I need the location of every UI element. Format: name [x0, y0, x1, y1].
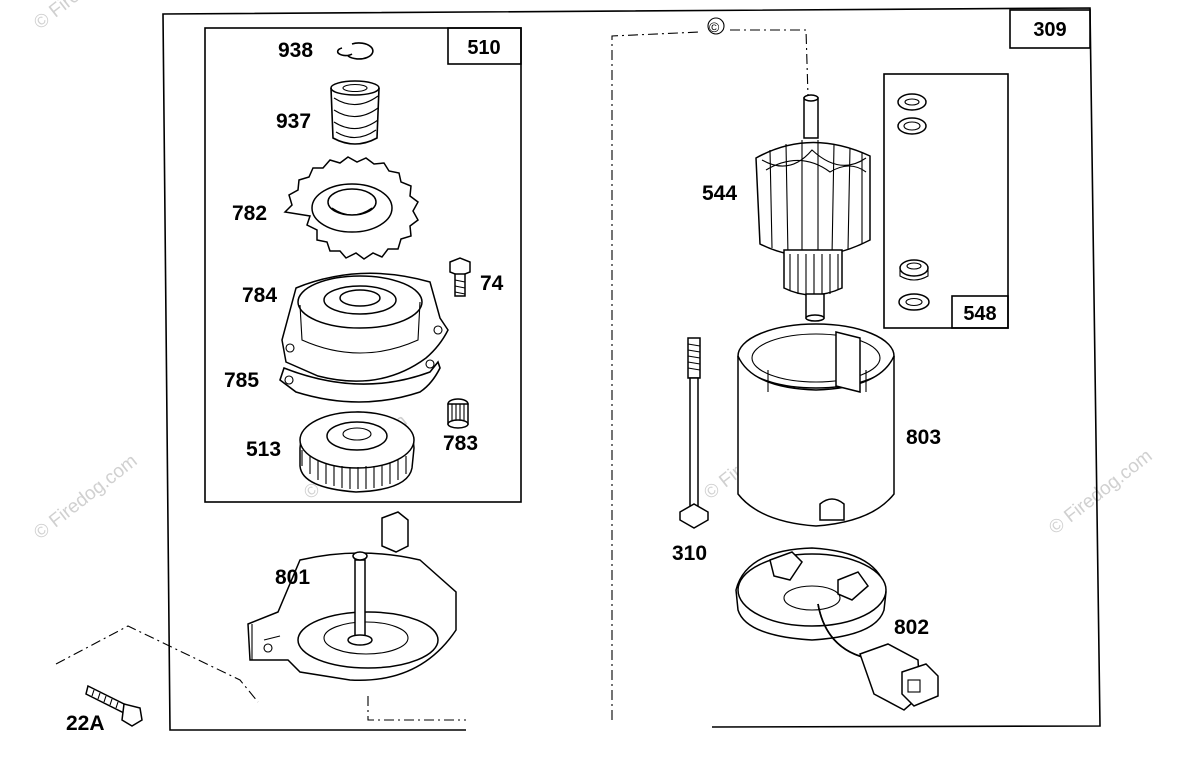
housing-803	[737, 323, 895, 527]
retaining-ring-938	[336, 42, 374, 60]
pinion-783	[447, 398, 469, 429]
gear-782	[283, 156, 419, 260]
spring-937	[330, 80, 380, 145]
part-label-783: 783	[443, 432, 478, 455]
watermark-1: © Firedog.com	[30, 451, 141, 544]
part-label-937: 937	[276, 110, 311, 133]
part-label-938: 938	[278, 39, 313, 62]
watermark-4: © Firedog.com	[1045, 446, 1156, 539]
part-label-785: 785	[224, 369, 259, 392]
bolt-310	[679, 337, 709, 529]
part-label-803: 803	[906, 426, 941, 449]
top-leader: ©	[611, 17, 809, 720]
washer-1	[897, 93, 927, 111]
part-label-802: 802	[894, 616, 929, 639]
washer-4	[898, 293, 930, 311]
cover-784	[281, 272, 449, 382]
main-frame: 309	[162, 7, 1101, 731]
part-label-310: 310	[672, 542, 707, 565]
screw-74	[449, 257, 471, 297]
gear-assembly-box: 510	[204, 27, 522, 503]
gasket-785	[279, 325, 443, 403]
brush-plate-802	[735, 547, 939, 711]
end-cap-801	[247, 511, 457, 682]
screw-22a	[55, 625, 466, 727]
box-label-309: 309	[1033, 19, 1066, 41]
ring-gear-513	[299, 411, 415, 493]
washers-box: 548	[883, 73, 1009, 329]
part-label-801: 801	[275, 566, 310, 589]
washer-3	[899, 259, 929, 281]
part-label-784: 784	[242, 284, 277, 307]
part-label-513: 513	[246, 438, 281, 461]
part-label-782: 782	[232, 202, 267, 225]
box-label-548: 548	[963, 303, 996, 325]
washer-2	[897, 117, 927, 135]
copyright-mark: ©	[709, 19, 720, 35]
part-label-544: 544	[702, 182, 737, 205]
watermarks: © Firedog.com © Firedog.com © Firedog.co…	[30, 0, 1156, 544]
watermark-5: © Firedog.com	[30, 0, 141, 34]
armature-544	[755, 94, 871, 322]
part-label-22a: 22A	[66, 712, 105, 735]
part-label-74: 74	[480, 272, 504, 295]
box-label-510: 510	[467, 37, 500, 59]
